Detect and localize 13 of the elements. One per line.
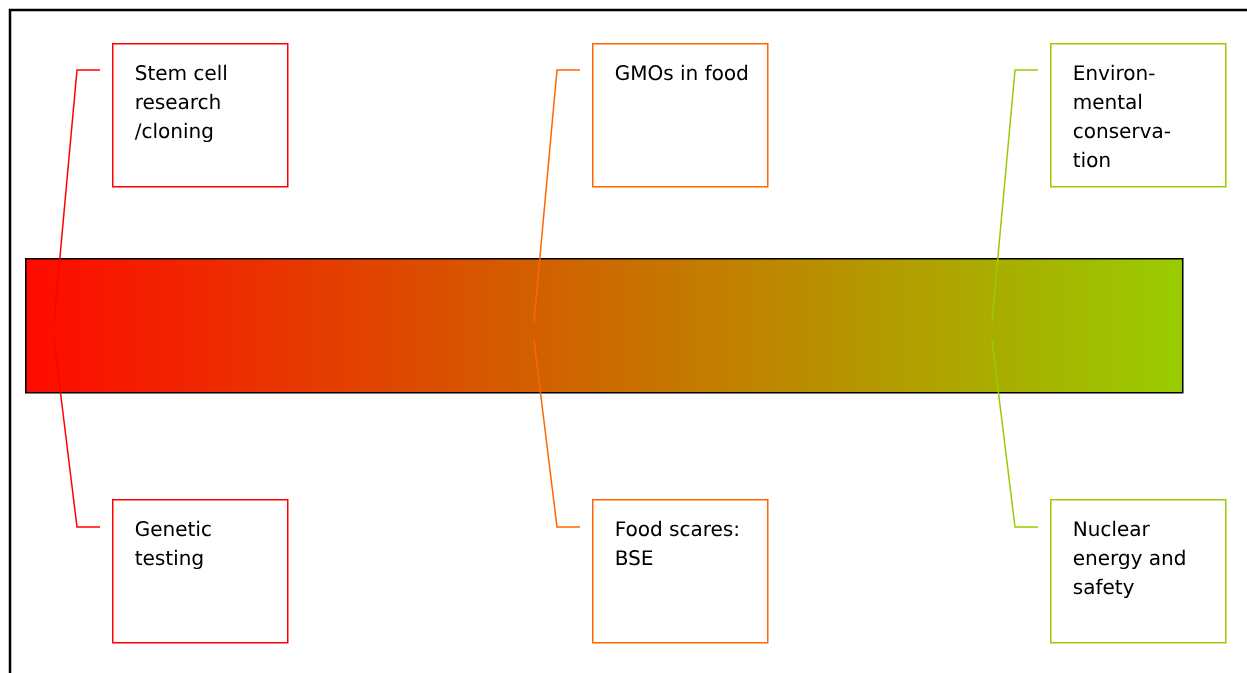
topic-box: Stem cell research /cloning	[112, 43, 289, 188]
leader-line	[991, 69, 1039, 323]
topic-box: Genetic testing	[112, 499, 289, 644]
topic-box: Nuclear energy and safety	[1050, 499, 1227, 644]
gradient-bar	[25, 258, 1184, 394]
topic-box: Environ- mental conserva- tion	[1050, 43, 1227, 188]
leader-line	[53, 69, 101, 323]
leader-line	[991, 339, 1039, 528]
topic-box: Food scares: BSE	[592, 499, 769, 644]
leader-line	[53, 339, 101, 528]
topic-box: GMOs in food	[592, 43, 769, 188]
leader-line	[533, 69, 581, 323]
leader-line	[533, 339, 581, 528]
